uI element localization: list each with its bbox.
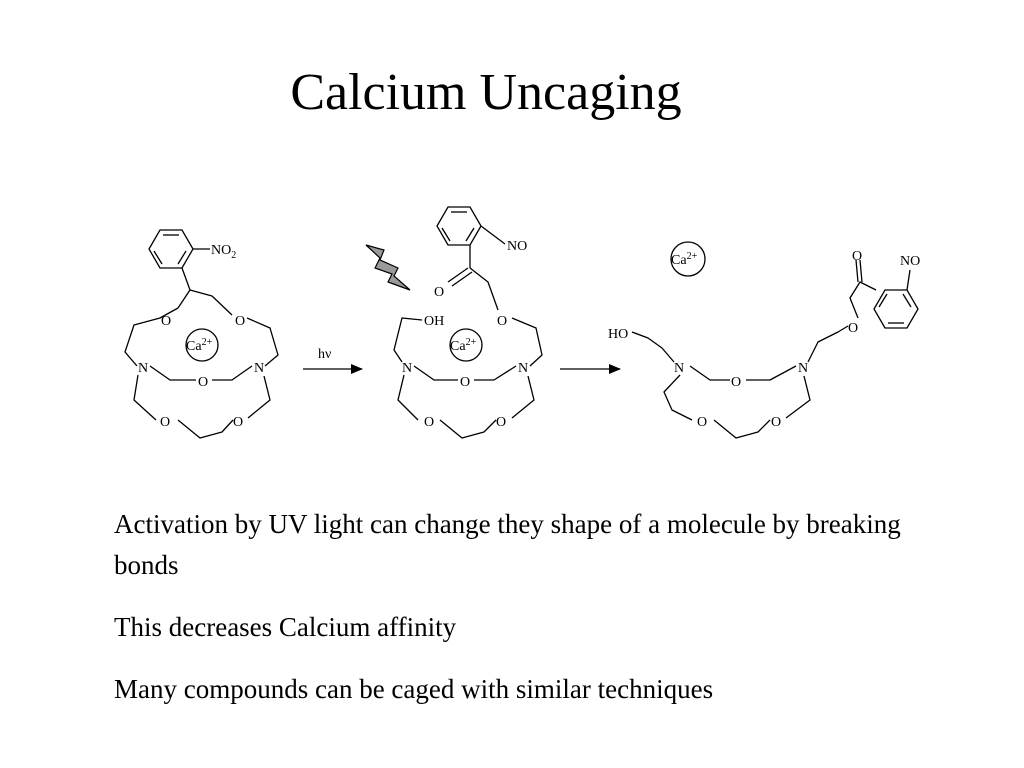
slide-title: Calcium Uncaging: [290, 64, 682, 121]
free-calcium-ion-circle: [670, 241, 706, 277]
nitro-group-label: NO2: [211, 243, 236, 261]
carbonyl-oxygen-label: O: [434, 285, 444, 300]
slide-body: Activation by UV light can change they s…: [114, 504, 954, 731]
carbonyl-oxygen-label: O: [852, 249, 862, 264]
bullet-text: Activation by UV light can change they s…: [114, 509, 901, 580]
benzene-ring: [436, 206, 482, 246]
benzene-ring: [873, 289, 919, 329]
nitrogen-atom-label: N: [798, 361, 808, 376]
oxygen-atom-label: O: [697, 415, 707, 430]
released-products: Ca2+ HO O NO N N O O O O: [608, 241, 920, 439]
light-energy-label: hν: [318, 347, 331, 362]
oxygen-atom-label: O: [235, 314, 245, 329]
calcium-ion-label: Ca2+: [186, 337, 213, 354]
nitrogen-atom-label: N: [674, 361, 684, 376]
oxygen-atom-label: O: [233, 415, 243, 430]
oxygen-atom-label: O: [160, 415, 170, 430]
nitrogen-atom-label: N: [254, 361, 264, 376]
hydroxyl-label: OH: [424, 314, 444, 329]
oxygen-atom-label: O: [771, 415, 781, 430]
calcium-ion-circle: [449, 328, 483, 362]
benzene-ring: [148, 229, 194, 269]
oxygen-atom-label: O: [424, 415, 434, 430]
oxygen-atom-label: O: [161, 314, 171, 329]
calcium-ion-label: Ca2+: [671, 251, 698, 268]
nitroso-group-label: NO: [507, 239, 527, 254]
oxygen-atom-label: O: [848, 321, 858, 336]
nitrogen-atom-label: N: [138, 361, 148, 376]
oxygen-atom-label: O: [731, 375, 741, 390]
oxygen-atom-label: O: [198, 375, 208, 390]
nitrogen-atom-label: N: [518, 361, 528, 376]
bullet-text: This decreases Calcium affinity: [114, 612, 457, 642]
nitroso-group-label: NO: [900, 254, 920, 269]
bullet-text: Many compounds can be caged with similar…: [114, 674, 714, 704]
oxygen-atom-label: O: [497, 314, 507, 329]
calcium-ion-circle: [185, 328, 219, 362]
caged-compound: NO2 O O N N O O O Ca2+: [124, 229, 279, 439]
hydroxyl-label: HO: [608, 327, 628, 342]
oxygen-atom-label: O: [496, 415, 506, 430]
intermediate-compound: NO O OH O N N O O O Ca2+: [393, 206, 543, 439]
nitrogen-atom-label: N: [402, 361, 412, 376]
oxygen-atom-label: O: [460, 375, 470, 390]
calcium-ion-label: Ca2+: [450, 337, 477, 354]
lightning-bolt-icon: [365, 244, 411, 291]
